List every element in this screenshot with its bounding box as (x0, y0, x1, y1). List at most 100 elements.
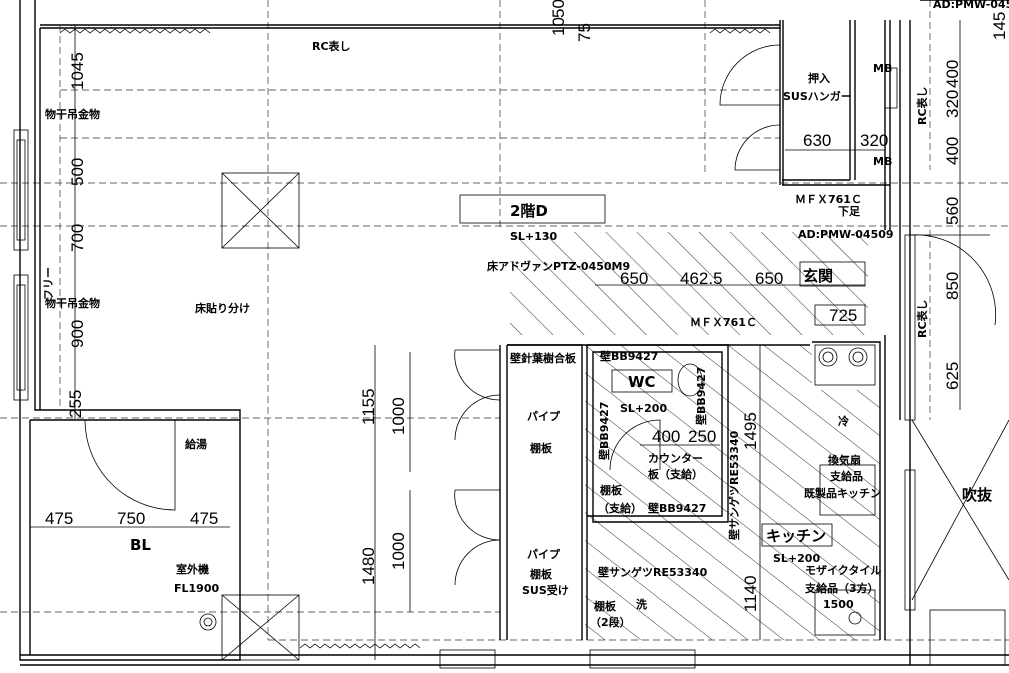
label-mfx-1: ＭＦＸ761Ｃ (795, 193, 862, 206)
column-x-upper (221, 172, 300, 249)
label-fan-1: 換気扇 (828, 453, 861, 467)
label-pipe-1a: パイプ (527, 409, 561, 423)
label-closet: 押入 (808, 71, 830, 85)
dim-900: 900 (68, 320, 87, 348)
label-mb-2: MB (873, 155, 892, 168)
doors (84, 44, 997, 586)
dim-1000-a: 1000 (389, 397, 408, 435)
label-outdoor-unit-1: 室外機 (176, 562, 209, 576)
label-wall-bb-2: 壁BB9427 (597, 402, 611, 460)
label-ad-1: AD:PMW-04509 (933, 0, 1009, 11)
label-wc-level: SL+200 (620, 402, 667, 415)
label-fan-2: 支給品 (829, 469, 863, 483)
hatched-floor-area (510, 232, 880, 640)
dim-500: 500 (68, 158, 87, 186)
dim-1000-b: 1000 (389, 532, 408, 570)
room-toilet: WC (628, 373, 656, 391)
label-wall-bb-1: 壁BB9427 (600, 349, 658, 363)
kitchen-sink-stove (199, 67, 898, 636)
entrance-box (799, 261, 866, 287)
dim-320-b: 320 (943, 90, 962, 118)
label-wall-bb-3: 壁BB9427 (694, 367, 708, 425)
dim-320-a: 320 (860, 131, 888, 150)
dim-50: 50 (549, 0, 568, 18)
label-rc-right-2: RC表し (915, 299, 929, 338)
void-x (911, 419, 1009, 601)
label-counter-1: カウンター (648, 452, 703, 465)
dim-650-a: 650 (620, 269, 648, 288)
label-fan-3: 既製品キッチン (804, 486, 881, 500)
label-counter-2: 板（支給） (648, 467, 703, 481)
label-mosaic-3: 1500 (823, 598, 854, 611)
dim-400-a: 400 (943, 60, 962, 88)
label-shelf-2: 棚板 (594, 599, 617, 613)
slab-level: SL+130 (510, 230, 557, 243)
label-sus-holder: SUS受け (522, 583, 569, 597)
label-rc-top: RC表し (312, 39, 351, 53)
dim-400-b: 400 (943, 137, 962, 165)
room-entrance: 玄関 (803, 267, 833, 285)
label-wash: 洗 (636, 597, 647, 611)
dim-1045: 1045 (68, 52, 87, 90)
dim-250: 250 (688, 427, 716, 446)
dim-400-c: 400 (652, 427, 680, 446)
dim-475-a: 475 (45, 509, 73, 528)
room-void: 吹抜 (962, 486, 993, 504)
walls (19, 0, 1009, 666)
room-kitchen: キッチン (766, 527, 826, 545)
dim-560: 560 (943, 197, 962, 225)
label-ad-2: AD:PMW-04509 (798, 228, 894, 241)
window-left-upper (13, 129, 29, 251)
label-free: フリー (42, 267, 55, 300)
label-pipe-2b: 棚板 (530, 567, 553, 581)
bottom-frames (439, 609, 1006, 669)
kitchen-box (761, 523, 833, 547)
dim-1155: 1155 (359, 388, 378, 425)
label-shelf-2b: （2段） (590, 615, 631, 629)
label-kyuto: 給湯 (185, 437, 207, 451)
label-wall-sangetsu-2: 壁サンゲツRE53340 (598, 565, 708, 579)
label-wall-bb-4: 壁BB9427 (648, 501, 706, 515)
dim-145: 145 (990, 12, 1009, 40)
label-toe: 下足 (838, 205, 861, 218)
label-mfx-2: ＭＦＸ761Ｃ (690, 316, 757, 329)
dim-850: 850 (943, 272, 962, 300)
dim-625: 625 (943, 362, 962, 390)
dim-10: 10 (549, 17, 568, 36)
label-kitchen-level: SL+200 (773, 552, 820, 565)
floor-name-box (459, 194, 606, 224)
dim-630: 630 (803, 131, 831, 150)
dim-650-b: 650 (755, 269, 783, 288)
label-floor-split: 床貼り分け (195, 301, 250, 315)
label-pipe-2a: パイプ (527, 547, 561, 561)
dim-1140: 1140 (741, 575, 760, 612)
column-x-lower (221, 594, 300, 661)
dim-1480: 1480 (359, 547, 378, 585)
label-laundry-hanger-1: 物干吊金物 (45, 107, 100, 121)
room-balcony: BL (130, 536, 151, 554)
label-sus-hanger: SUSハンガー (783, 89, 852, 103)
wc-box (611, 369, 673, 393)
d725-box (814, 304, 866, 326)
zigzag-edge (59, 28, 771, 649)
dim-255: 255 (66, 390, 85, 418)
dim-75: 75 (575, 23, 594, 42)
label-floor-material: 床アドヴァンPTZ-0450M9 (487, 259, 630, 273)
label-mosaic-1: モザイクタイル (805, 564, 881, 577)
label-outdoor-unit-2: FL1900 (174, 582, 219, 595)
dim-1495: 1495 (741, 412, 760, 450)
label-laundry-hanger-2: 物干吊金物 (45, 296, 100, 310)
label-mb-1: MB (873, 62, 892, 75)
window-left-lower (13, 274, 29, 401)
label-pipe-1b: 棚板 (530, 441, 553, 455)
dim-750: 750 (117, 509, 145, 528)
dim-725: 725 (829, 306, 857, 325)
label-rc-right-1: RC表し (915, 86, 929, 125)
dimension-lines (30, 20, 961, 660)
label-shelf-supplied: （支給） (598, 501, 642, 515)
dim-475-b: 475 (190, 509, 218, 528)
label-wall-veneer: 壁針葉樹合板 (510, 351, 577, 365)
dim-700: 700 (68, 224, 87, 252)
